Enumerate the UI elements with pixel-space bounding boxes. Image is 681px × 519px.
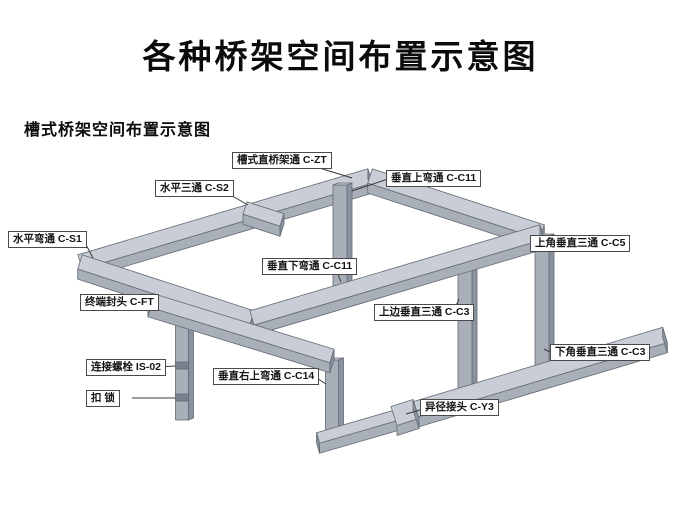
label-lower-corner-tee-c-c3: 下角垂直三通 C-C3	[550, 344, 651, 362]
label-horizontal-bend-c-s1: 水平弯通 C-S1	[8, 231, 87, 249]
label-horizontal-tee-c-s2: 水平三通 C-S2	[155, 180, 234, 198]
section-subtitle: 槽式桥架空间布置示意图	[24, 122, 212, 139]
label-vertical-down-bend-c-c11: 垂直下弯通 C-C11	[262, 258, 358, 276]
label-vertical-right-up-bend-c-c14: 垂直右上弯通 C-C14	[213, 368, 320, 386]
label-end-cap-c-ft: 终端封头 C-FT	[80, 294, 159, 312]
label-buckle-lock: 扣 锁	[86, 390, 120, 408]
label-connecting-bolt-is-02: 连接螺栓 IS-02	[86, 359, 167, 377]
page-title: 各种桥架空间布置示意图	[142, 38, 539, 75]
label-top-edge-tee-c-c3: 上边垂直三通 C-C3	[374, 304, 475, 322]
label-straight-tray-c-zt: 槽式直桥架通 C-ZT	[232, 152, 332, 170]
label-reducer-joint-c-y3: 异径接头 C-Y3	[420, 399, 499, 417]
label-upper-corner-tee-c-c5: 上角垂直三通 C-C5	[530, 235, 631, 253]
label-vertical-up-bend-c-c11: 垂直上弯通 C-C11	[386, 170, 482, 188]
